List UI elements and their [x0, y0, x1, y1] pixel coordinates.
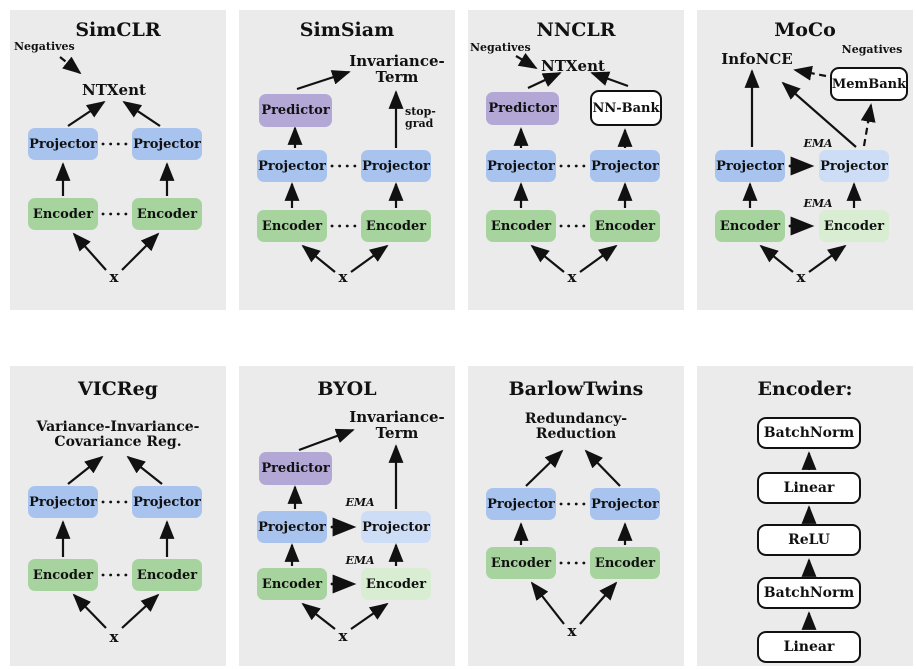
layer-box-batchnorm-top: BatchNorm [757, 417, 861, 449]
projector-box-right: Projector [590, 150, 660, 182]
projector-box-right: Projector [819, 150, 889, 182]
panel-nnclr: NNCLR Negatives NTXent Predictor NN-Bank… [468, 10, 684, 310]
ema-label-top: EMA [803, 137, 833, 150]
predictor-box: Predictor [259, 94, 332, 127]
arrows-layer [801, 451, 817, 630]
input-label: x [567, 268, 577, 286]
input-label: x [567, 622, 577, 640]
projector-box-right: Projector [361, 150, 431, 182]
panel-barlowtwins: BarlowTwins Redundancy- Reduction Projec… [468, 366, 684, 666]
panel-title: BYOL [317, 378, 377, 400]
panel-simclr: SimCLR Negatives NTXent Projector Projec… [10, 10, 226, 310]
negatives-label: Negatives [841, 43, 903, 56]
loss-line1: Invariance- [349, 408, 445, 426]
stopgrad-line2: grad [405, 116, 434, 130]
loss-line2: Term [375, 67, 419, 86]
projector-box-left: Projector [257, 511, 327, 543]
layer-box-batchnorm-lower: BatchNorm [757, 577, 861, 609]
loss-label: Redundancy- Reduction [476, 412, 676, 442]
encoder-box-right: Encoder [590, 210, 660, 242]
input-label: x [109, 268, 119, 286]
projector-box-left: Projector [28, 128, 98, 160]
projector-box-left: Projector [715, 150, 785, 182]
ema-label-bottom: EMA [345, 554, 375, 567]
membank-box: MemBank [830, 67, 908, 101]
input-label: x [338, 268, 348, 286]
arrows-layer [284, 70, 404, 273]
input-label: x [338, 627, 348, 645]
encoder-box-right: Encoder [361, 568, 431, 600]
arrows-layer [513, 449, 633, 625]
predictor-box: Predictor [259, 452, 332, 485]
loss-line2: Covariance Reg. [54, 434, 182, 450]
loss-label: NTXent [82, 81, 146, 99]
arrows-layer [55, 56, 175, 271]
panel-title: Encoder: [757, 378, 853, 400]
encoder-box-right: Encoder [819, 210, 889, 242]
panel-title: MoCo [774, 19, 836, 41]
projector-box-right: Projector [132, 128, 202, 160]
loss-line2: Term [375, 423, 419, 442]
loss-line1: Variance-Invariance- [36, 419, 200, 435]
panel-byol: BYOL Invariance- Term Predictor EMA Proj… [239, 366, 455, 666]
predictor-box: Predictor [486, 92, 559, 125]
layer-box-linear-upper: Linear [757, 472, 861, 504]
layer-box-relu: ReLU [757, 524, 861, 556]
projector-box-left: Projector [486, 488, 556, 520]
panel-encoder-detail: Encoder: BatchNorm Linear ReLU BatchNorm… [697, 366, 913, 666]
stopgrad-label: stop- grad [405, 106, 436, 129]
projector-box-left: Projector [257, 150, 327, 182]
encoder-box-left: Encoder [486, 210, 556, 242]
projector-box-right: Projector [590, 488, 660, 520]
panel-title: SimCLR [75, 19, 161, 41]
panel-simsiam: SimSiam Invariance- Term Predictor stop-… [239, 10, 455, 310]
loss-line2: Reduction [535, 426, 617, 442]
encoder-box-left: Encoder [486, 547, 556, 579]
loss-line1: Invariance- [349, 52, 445, 70]
encoder-box-right: Encoder [132, 198, 202, 230]
panel-title: BarlowTwins [508, 378, 644, 400]
arrows-layer [284, 428, 404, 630]
panel-moco: MoCo InfoNCE Negatives MemBank EMA Proje… [697, 10, 913, 310]
encoder-box-right: Encoder [361, 210, 431, 242]
loss-label: Invariance- Term [349, 52, 445, 86]
encoder-box-right: Encoder [590, 547, 660, 579]
ema-label-bottom: EMA [803, 197, 833, 210]
arrows-layer [55, 455, 175, 629]
input-label: x [796, 268, 806, 286]
encoder-box-left: Encoder [28, 198, 98, 230]
loss-label: Invariance- Term [349, 408, 445, 442]
ema-label-top: EMA [345, 496, 375, 509]
loss-label: NTXent [541, 57, 605, 75]
encoder-box-left: Encoder [715, 210, 785, 242]
panel-title: VICReg [78, 378, 158, 400]
encoder-box-left: Encoder [257, 210, 327, 242]
projector-box-left: Projector [486, 150, 556, 182]
arrows-layer [513, 52, 633, 273]
panel-title: NNCLR [536, 19, 616, 41]
input-label: x [109, 628, 119, 646]
encoder-box-left: Encoder [28, 559, 98, 591]
loss-label: InfoNCE [721, 50, 793, 68]
projector-box-left: Projector [28, 486, 98, 518]
loss-label: Variance-Invariance- Covariance Reg. [18, 420, 218, 450]
negatives-label: Negatives [470, 41, 531, 54]
nn-bank-box: NN-Bank [590, 90, 662, 126]
negatives-label: Negatives [14, 40, 75, 53]
projector-box-right: Projector [361, 511, 431, 543]
layer-box-linear-bottom: Linear [757, 631, 861, 663]
encoder-box-left: Encoder [257, 568, 327, 600]
loss-line1: Redundancy- [524, 411, 628, 427]
panel-title: SimSiam [299, 19, 395, 41]
projector-box-right: Projector [132, 486, 202, 518]
encoder-box-right: Encoder [132, 559, 202, 591]
arrows-layer [742, 65, 876, 273]
stopgrad-line1: stop- [405, 105, 436, 118]
panel-vicreg: VICReg Variance-Invariance- Covariance R… [10, 366, 226, 666]
